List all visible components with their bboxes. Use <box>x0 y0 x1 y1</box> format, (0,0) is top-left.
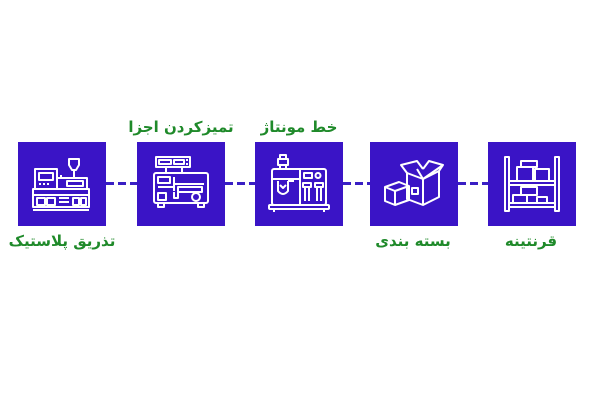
cardboard-boxes-icon <box>384 160 444 206</box>
step-label-packaging: بسته بندی <box>375 232 451 250</box>
step-cleaning <box>137 142 225 226</box>
connector-assembly-packaging <box>343 182 370 185</box>
step-packaging <box>370 142 458 226</box>
step-injection <box>18 142 106 226</box>
injection-molding-machine-icon <box>32 158 90 211</box>
step-label-cleaning: تمیزکردن اجزا <box>128 118 234 136</box>
assembly-machine-icon <box>268 154 330 212</box>
connector-cleaning-assembly <box>225 182 255 185</box>
connector-packaging-quarantine <box>458 182 488 185</box>
step-label-injection: تذریق پلاستیک <box>8 232 116 250</box>
step-label-assembly: خط مونتاژ <box>260 118 338 136</box>
step-quarantine <box>488 142 576 226</box>
step-label-quarantine: قرنتینه <box>504 232 558 250</box>
cleaning-machine-icon <box>153 156 209 208</box>
warehouse-shelf-icon <box>504 156 560 212</box>
connector-injection-cleaning <box>106 182 137 185</box>
step-assembly <box>255 142 343 226</box>
